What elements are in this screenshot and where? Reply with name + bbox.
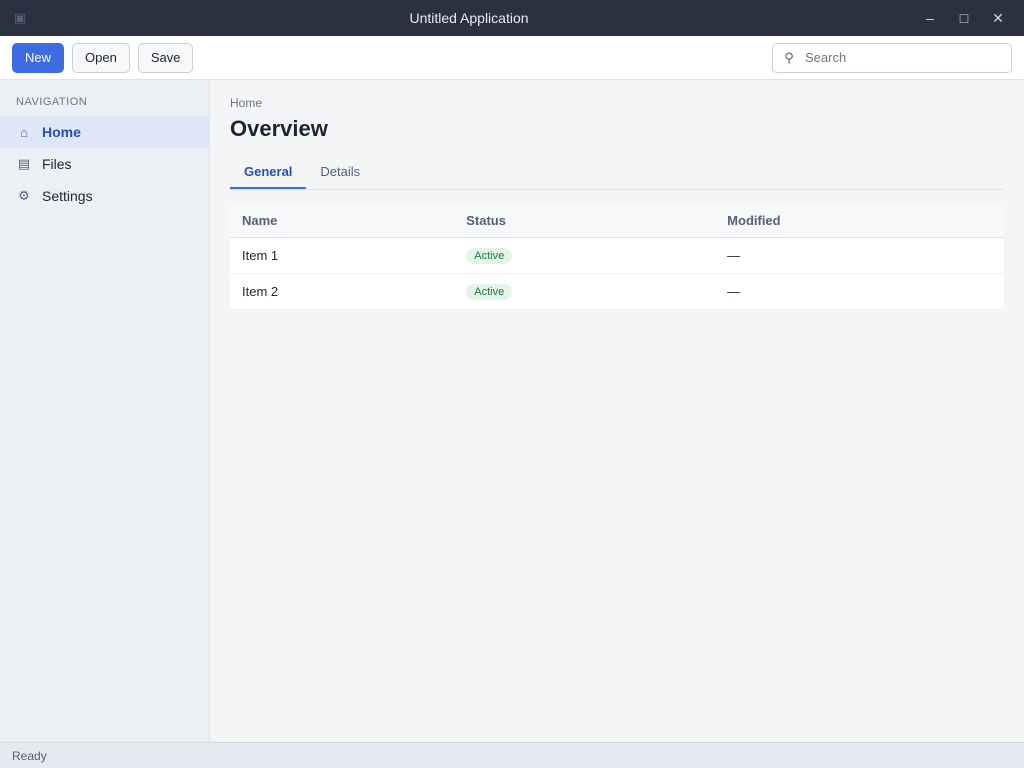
main-panel: Home Overview General Details Name Statu…	[210, 80, 1024, 742]
sidebar-heading: Navigation	[16, 96, 88, 108]
sidebar: Navigation ⌂ Home ▤ Files ⚙ Settings	[0, 80, 210, 742]
column-header[interactable]: Status	[454, 204, 716, 238]
open-button[interactable]: Open	[72, 42, 130, 73]
new-button[interactable]: New	[12, 42, 65, 73]
tab-general[interactable]: General	[230, 156, 307, 189]
table-cell: —	[715, 273, 1004, 310]
title-bar: ▣ Untitled Application – □ ✕	[0, 0, 1024, 36]
table-cell: Item 2	[230, 273, 455, 310]
toolbar: New Open Save ⚲	[0, 36, 1024, 80]
sidebar-item-files[interactable]: ▤ Files	[0, 148, 209, 180]
column-header[interactable]: Name	[230, 204, 455, 238]
folder-icon: ▤	[17, 156, 31, 171]
table-cell: Active	[454, 237, 716, 274]
close-button[interactable]: ✕	[992, 9, 1004, 26]
table-row[interactable]: Item 2 Active —	[230, 273, 1004, 310]
home-icon: ⌂	[20, 124, 28, 140]
search-box: ⚲	[772, 42, 1012, 73]
table-cell: Item 1	[230, 237, 455, 274]
status-text: Ready	[12, 748, 47, 763]
content-area: Navigation ⌂ Home ▤ Files ⚙ Settings Hom…	[0, 80, 1024, 742]
search-icon: ⚲	[784, 49, 794, 65]
sidebar-item-label: Files	[42, 156, 72, 172]
gear-icon: ⚙	[18, 188, 30, 203]
maximize-button[interactable]: □	[959, 10, 969, 26]
minimize-button[interactable]: –	[926, 10, 934, 26]
table-header-row: Name Status Modified	[230, 204, 1004, 238]
save-button[interactable]: Save	[137, 42, 194, 73]
app-icon: ▣	[13, 10, 27, 25]
window-title: Untitled Application	[409, 10, 529, 26]
sidebar-item-label: Settings	[42, 188, 93, 204]
table-cell: Active	[454, 273, 716, 310]
page-title: Overview	[230, 116, 328, 141]
tab-details[interactable]: Details	[320, 164, 361, 179]
status-bar: Ready	[0, 742, 1024, 768]
search-input[interactable]	[803, 49, 1003, 66]
sidebar-item-home[interactable]: ⌂ Home	[0, 116, 209, 148]
table-cell: —	[715, 237, 1004, 274]
status-badge: Active	[466, 284, 513, 300]
column-header[interactable]: Modified	[715, 204, 1004, 238]
table-row[interactable]: Item 1 Active —	[230, 237, 1004, 274]
tab-bar: General Details	[230, 156, 1004, 190]
sidebar-item-settings[interactable]: ⚙ Settings	[0, 180, 209, 212]
data-table: Name Status Modified Item 1 Active — Ite…	[230, 204, 1004, 310]
sidebar-item-label: Home	[42, 124, 81, 140]
status-badge: Active	[466, 248, 513, 264]
breadcrumb[interactable]: Home	[230, 96, 263, 110]
